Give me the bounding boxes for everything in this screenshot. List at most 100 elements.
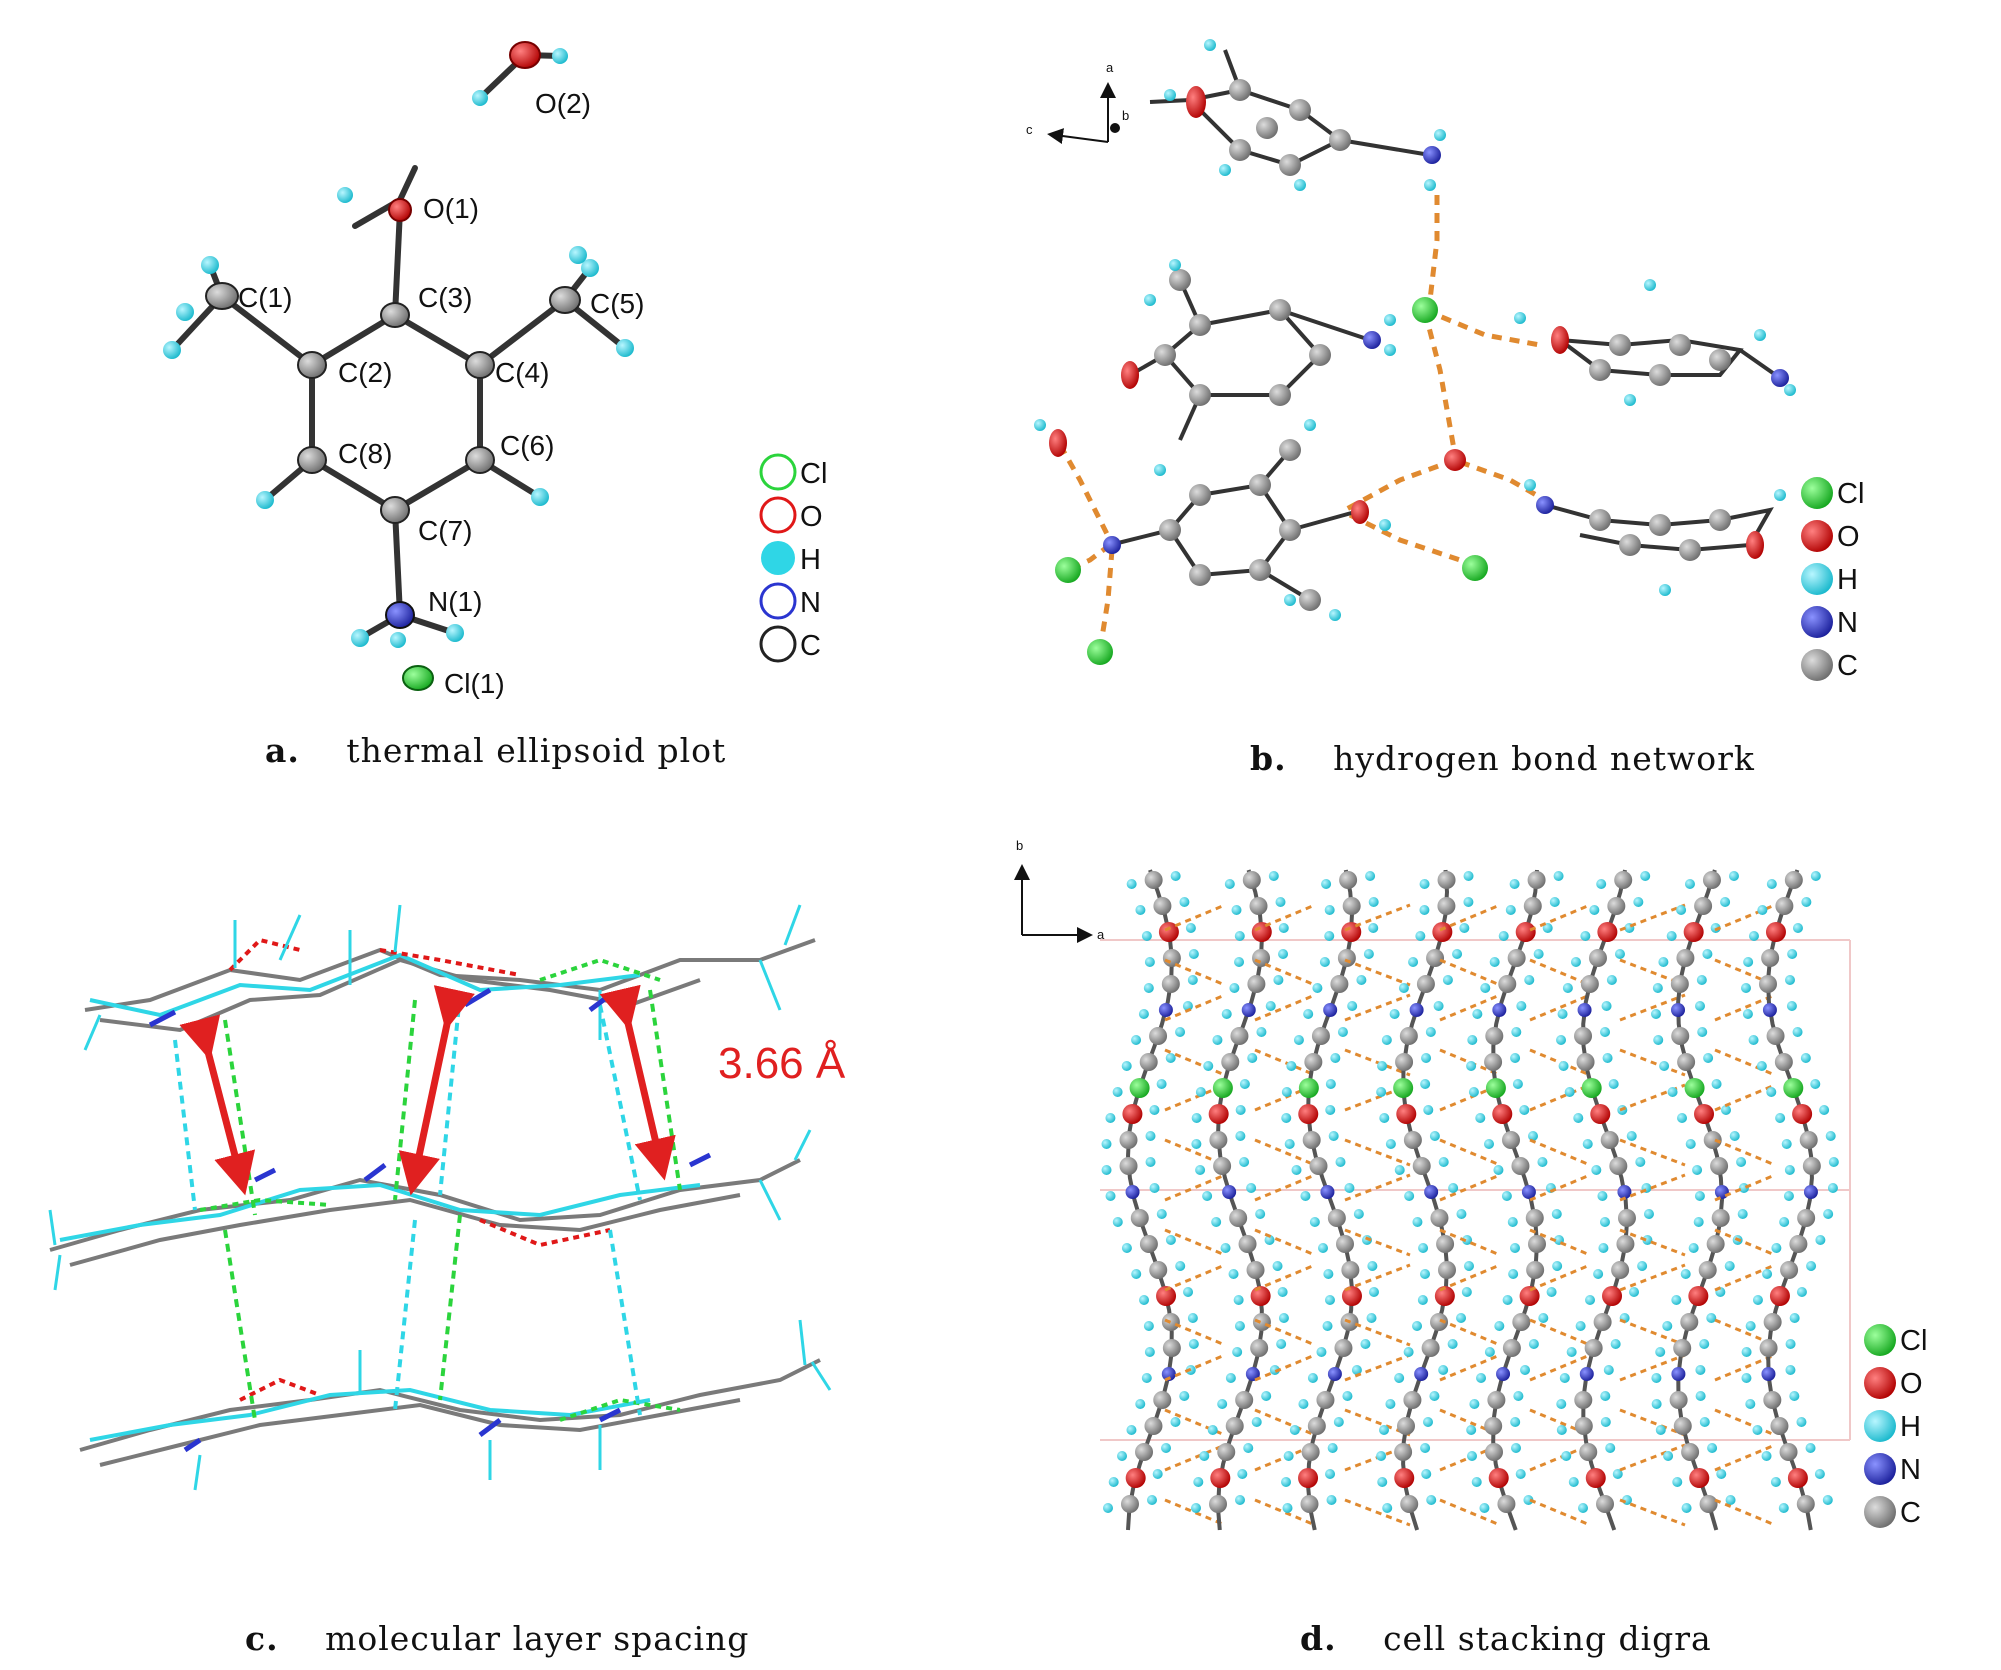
hydrogen-atom — [1438, 1365, 1449, 1375]
caption-c-text: molecular layer spacing — [325, 1619, 749, 1658]
atom — [1579, 1443, 1598, 1461]
hbond-line — [1439, 1498, 1501, 1527]
panel-b-axes: a b c — [1026, 60, 1129, 144]
hydrogen-atom — [1796, 1287, 1807, 1297]
hydrogen-atom — [1591, 1165, 1602, 1175]
atom — [1485, 1078, 1506, 1098]
hydrogen-atom — [1356, 975, 1367, 985]
hydrogen-atom — [1570, 957, 1581, 967]
hydrogen-atom — [1309, 1217, 1320, 1227]
hydrogen-atom — [1672, 1477, 1683, 1487]
hydrogen-atom — [1741, 1347, 1752, 1357]
atom — [1673, 1417, 1692, 1435]
hydrogen-atom — [1421, 1469, 1432, 1479]
atom — [1617, 1185, 1632, 1199]
hydrogen-atom — [1785, 1365, 1796, 1375]
hydrogen-atom — [1221, 1009, 1232, 1019]
panel-b-hbonds — [1057, 195, 1547, 651]
atom — [1162, 1339, 1181, 1357]
hydrogen-atom — [1323, 1269, 1334, 1279]
panel-d-cell-stacking: b a Cl O H N C d. cell stacking di — [1014, 838, 1927, 1658]
legend-panel-a: Cl O H N C — [759, 453, 827, 663]
hydrogen-atom — [1317, 1243, 1328, 1253]
atom — [1437, 871, 1456, 889]
atom — [1119, 1131, 1138, 1149]
atom — [1525, 1209, 1544, 1227]
label-c7: C(7) — [418, 515, 472, 546]
hydrogen-atom — [1156, 1079, 1167, 1089]
hydrogen-atom — [1161, 1443, 1172, 1453]
hydrogen-atom — [1770, 1477, 1781, 1487]
hydrogen-atom — [1662, 1321, 1673, 1331]
hydrogen-atom — [1741, 983, 1752, 993]
atom — [1229, 1209, 1248, 1227]
hydrogen-atom — [1300, 1191, 1311, 1201]
hydrogen-atom — [1235, 1105, 1246, 1115]
hydrogen-atom — [1703, 1053, 1714, 1063]
atom — [1803, 1185, 1818, 1199]
hydrogen-atom — [1175, 1261, 1186, 1271]
atom — [1298, 1104, 1319, 1124]
hydrogen-atom — [1677, 1113, 1688, 1123]
atom — [1574, 1417, 1593, 1435]
hydrogen-atom — [1188, 949, 1199, 959]
atom — [1681, 1443, 1700, 1461]
atom — [1683, 922, 1704, 942]
hydrogen-atom — [1784, 1165, 1795, 1175]
hydrogen-atom — [1394, 1165, 1405, 1175]
atom — [1694, 897, 1713, 915]
hydrogen-atom — [1191, 1113, 1202, 1123]
stack-column — [1741, 869, 1839, 1531]
hydrogen-atom — [1376, 1087, 1387, 1097]
hydrogen-atom — [1212, 1035, 1223, 1045]
hydrogen-atom — [1188, 1339, 1199, 1349]
hydrogen-atom — [1663, 1451, 1674, 1461]
atom — [1397, 1417, 1416, 1435]
atom — [1597, 922, 1618, 942]
hbond-line — [1439, 1353, 1501, 1382]
atom — [1241, 1003, 1256, 1017]
atom — [1400, 1495, 1419, 1513]
hydrogen-atom — [1143, 1321, 1154, 1331]
hydrogen-atom — [1281, 1477, 1292, 1487]
hydrogen-atom — [1599, 1217, 1610, 1227]
hydrogen-atom — [1319, 957, 1330, 967]
hydrogen-atom — [1149, 1105, 1160, 1115]
hydrogen-atom — [1211, 1217, 1222, 1227]
hydrogen-atom — [1510, 1053, 1521, 1063]
atom — [1311, 1027, 1330, 1045]
hydrogen-atom — [1766, 879, 1777, 889]
hydrogen-atom — [1757, 905, 1768, 915]
hydrogen-atom — [1235, 1495, 1246, 1505]
hydrogen-atom — [1695, 1365, 1706, 1375]
atom — [1579, 1367, 1594, 1381]
atom — [1316, 1391, 1335, 1409]
hydrogen-atom — [1493, 1165, 1504, 1175]
hydrogen-atom — [1261, 1391, 1272, 1401]
hydrogen-atom — [1655, 1347, 1666, 1357]
atom — [1577, 1003, 1592, 1017]
atom — [1799, 1131, 1818, 1149]
hydrogen-atom — [1183, 1287, 1194, 1297]
hydrogen-atom — [1438, 1157, 1449, 1167]
panel-c-layers — [48, 904, 832, 1491]
caption-c-letter: c. — [245, 1619, 279, 1658]
hbond-line — [1619, 1138, 1686, 1167]
atom — [1763, 1391, 1782, 1409]
atom — [1617, 1209, 1636, 1227]
hydrogen-atom — [1456, 1313, 1467, 1323]
legend-a-h: H — [800, 544, 821, 576]
atom — [1689, 1468, 1710, 1488]
atom — [1673, 1339, 1692, 1357]
hydrogen-atom — [1781, 1139, 1792, 1149]
atom — [1581, 1078, 1602, 1098]
hydrogen-atom — [1191, 1139, 1202, 1149]
hydrogen-atom — [1389, 1009, 1400, 1019]
atom — [1677, 1053, 1696, 1071]
hydrogen-atom — [1608, 1079, 1619, 1089]
atom — [1161, 975, 1180, 993]
atom — [1335, 1235, 1354, 1253]
hydrogen-atom — [1255, 1209, 1266, 1219]
atom — [1797, 1209, 1816, 1227]
hydrogen-atom — [1139, 1295, 1150, 1305]
